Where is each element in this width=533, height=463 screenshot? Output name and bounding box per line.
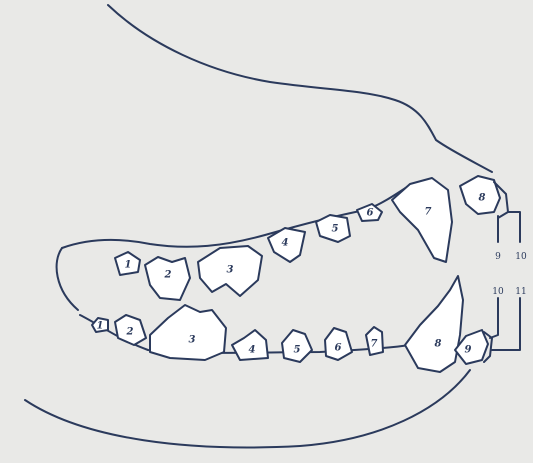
lower-tooth-9-number: 9 [465,345,472,356]
upper-tooth-5-number: 5 [332,224,339,235]
upper-tooth-8-number: 8 [479,193,486,204]
head-profile-outline [108,5,492,172]
lower-tooth-3-number: 3 [189,335,196,346]
lower-jaw-outline [25,370,470,447]
lower-tooth-4-number: 4 [249,345,256,356]
upper-tooth-2-number: 2 [164,270,172,281]
upper-tooth-6-number: 6 [367,208,374,219]
mouth-corner-outline [57,248,78,310]
label-lower-11: 11 [515,287,526,297]
lower-tooth-8-number: 8 [435,339,442,350]
label-upper-10: 10 [515,252,527,262]
upper-leader-10 [508,212,520,242]
lower-teeth [92,276,492,372]
label-upper-9: 9 [495,252,501,262]
upper-gum-line [62,185,410,248]
lower-tooth-5-number: 5 [294,345,301,356]
lower-leader-10 [490,298,498,338]
lower-tooth-2-number: 2 [126,327,134,338]
label-lower-10: 10 [492,287,504,297]
upper-tooth-4-number: 4 [282,238,289,249]
lower-tooth-7-number: 7 [371,339,378,350]
leader-lines [490,212,520,350]
upper-teeth [115,176,508,300]
lower-tooth-1-number: 1 [97,321,104,332]
upper-tooth-7-number: 7 [425,207,432,218]
lower-tooth-3-shape [150,305,226,360]
lower-tooth-8-canine-shape [405,276,463,372]
lower-tooth-6-number: 6 [335,343,342,354]
upper-tooth-1-number: 1 [125,260,132,271]
upper-tooth-3-number: 3 [227,265,234,276]
lower-leader-11 [492,298,520,350]
